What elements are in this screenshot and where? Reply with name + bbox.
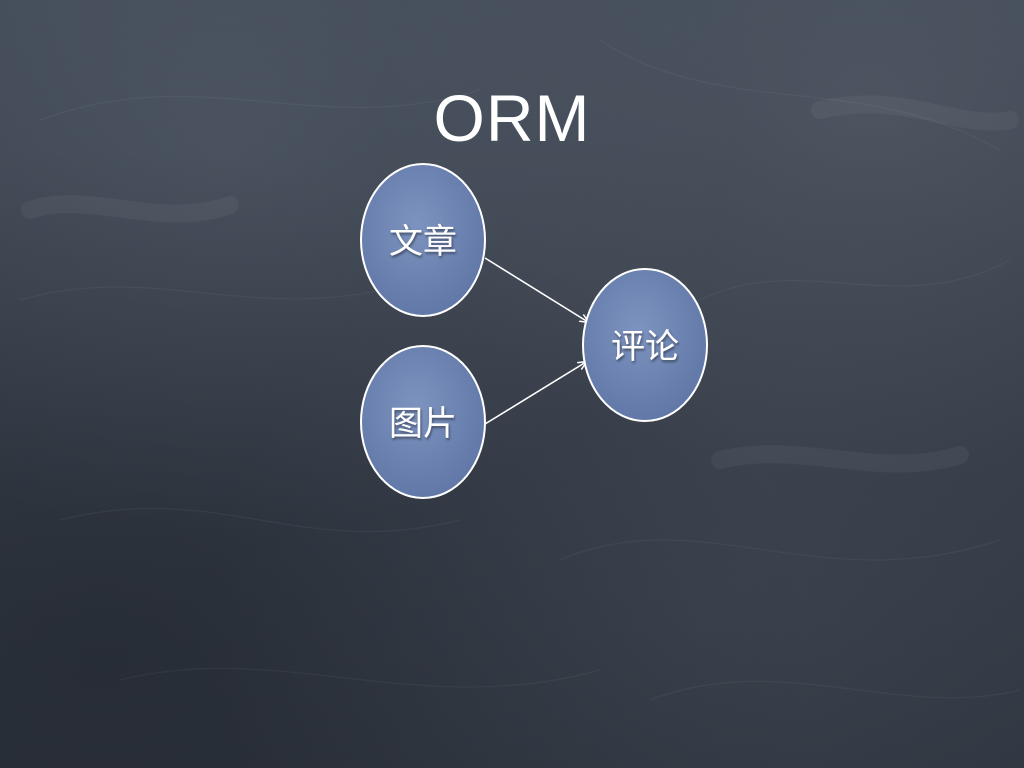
node-picture-label: 图片 (389, 404, 457, 444)
node-comment[interactable]: 评论 (582, 268, 708, 422)
node-picture[interactable]: 图片 (360, 345, 486, 499)
slide-title: ORM (433, 81, 591, 155)
node-article[interactable]: 文章 (360, 163, 486, 317)
node-article-shape (360, 163, 486, 317)
edge-article-to-comment (484, 257, 588, 322)
edge-picture-to-comment (484, 362, 586, 425)
node-comment-shape (582, 268, 708, 422)
node-picture-shape (360, 345, 486, 499)
node-article-label: 文章 (389, 222, 457, 262)
node-comment-label: 评论 (611, 327, 679, 367)
